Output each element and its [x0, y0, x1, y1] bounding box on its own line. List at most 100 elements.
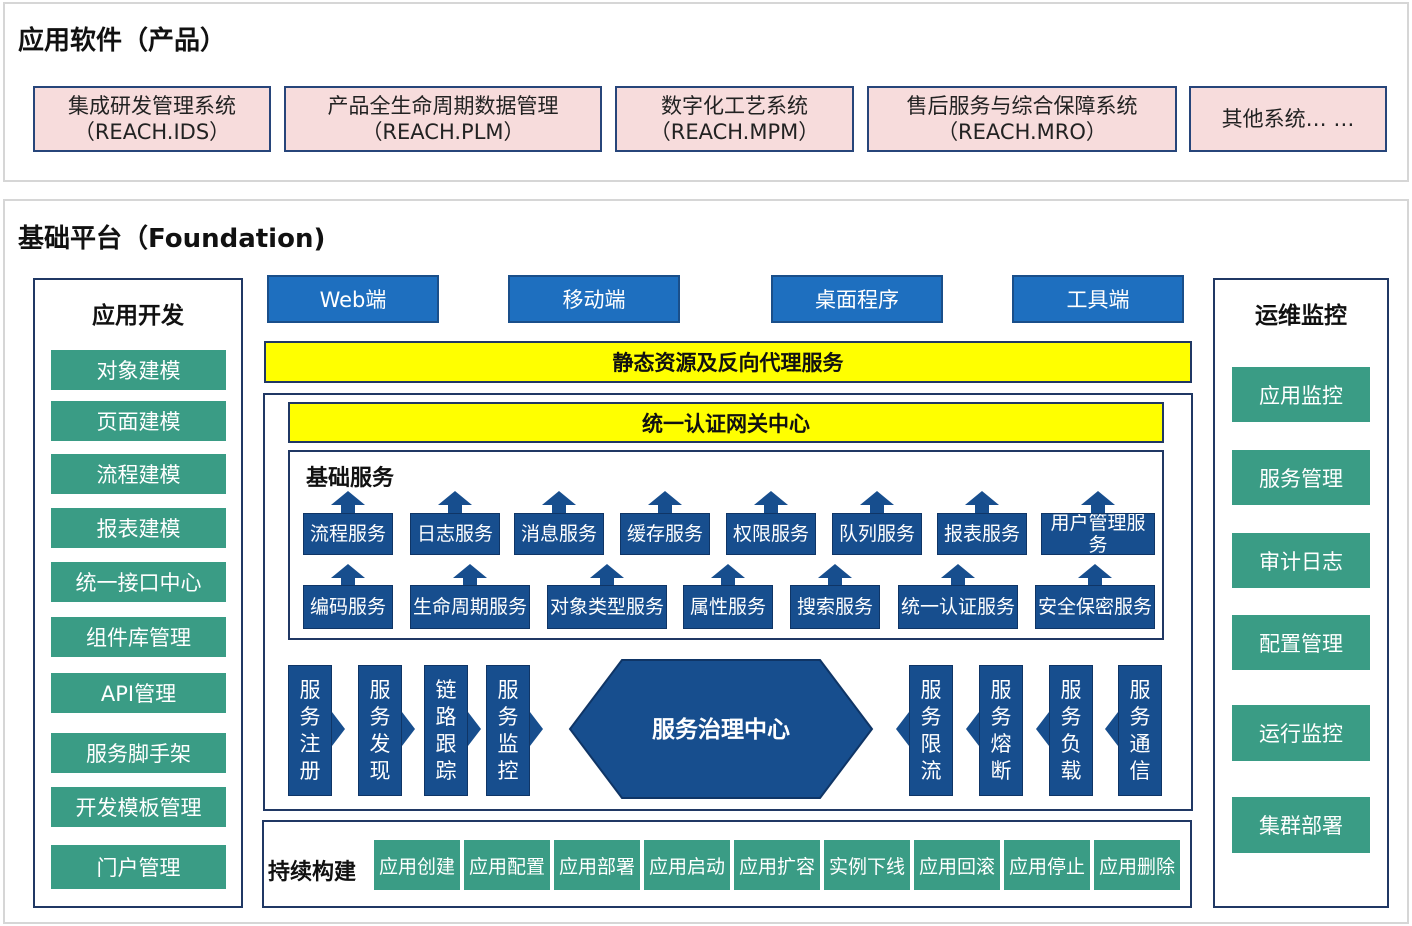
app-dev-item[interactable]: 开发模板管理 [51, 787, 226, 827]
arrow-left-icon [1105, 712, 1118, 746]
app-dev-item[interactable]: 流程建模 [51, 454, 226, 494]
app-dev-item[interactable]: 页面建模 [51, 401, 226, 441]
service-box[interactable]: 流程服务 [303, 513, 393, 555]
apps-title: 应用软件（产品） [18, 26, 227, 56]
governance-left-box[interactable]: 服务发现 [358, 665, 402, 796]
ops-item[interactable]: 审计日志 [1232, 533, 1370, 588]
ci-item[interactable]: 应用配置 [464, 840, 550, 890]
ci-title: 持续构建 [268, 860, 357, 885]
service-arrow-up-icon [590, 564, 624, 588]
service-box[interactable]: 报表服务 [937, 513, 1027, 555]
ci-item[interactable]: 应用部署 [554, 840, 640, 890]
ci-item[interactable]: 应用停止 [1004, 840, 1090, 890]
service-arrow-up-icon [1078, 564, 1112, 588]
governance-left-box[interactable]: 服务注册 [288, 665, 332, 796]
ci-item[interactable]: 应用删除 [1094, 840, 1180, 890]
service-arrow-up-icon [438, 491, 472, 515]
service-arrow-up-icon [860, 491, 894, 515]
service-arrow-up-icon [331, 564, 365, 588]
client-web[interactable]: Web端 [267, 275, 439, 323]
ci-item[interactable]: 应用回滚 [914, 840, 1000, 890]
client-desktop[interactable]: 桌面程序 [771, 275, 943, 323]
service-box[interactable]: 权限服务 [726, 513, 816, 555]
basic-services-title: 基础服务 [306, 466, 395, 491]
governance-label: 服务监控 [497, 677, 519, 783]
arrow-left-icon [1036, 712, 1049, 746]
app-name: 其他系统… … [1221, 107, 1355, 131]
ci-item[interactable]: 实例下线 [824, 840, 910, 890]
app-code: （REACH.MRO） [937, 120, 1107, 144]
app-dev-title: 应用开发 [92, 303, 184, 329]
governance-right-box[interactable]: 服务限流 [909, 665, 953, 796]
service-arrow-up-icon [754, 491, 788, 515]
app-name: 售后服务与综合保障系统 [906, 94, 1138, 118]
app-box-mpm[interactable]: 数字化工艺系统 （REACH.MPM） [615, 86, 854, 152]
ci-item[interactable]: 应用扩容 [734, 840, 820, 890]
app-dev-item[interactable]: 组件库管理 [51, 617, 226, 657]
governance-label: 服务注册 [299, 677, 321, 783]
ops-item[interactable]: 服务管理 [1232, 450, 1370, 505]
service-box[interactable]: 统一认证服务 [898, 585, 1018, 629]
governance-left-box[interactable]: 服务监控 [486, 665, 530, 796]
service-box[interactable]: 安全保密服务 [1035, 585, 1155, 629]
proxy-bar[interactable]: 静态资源及反向代理服务 [264, 341, 1192, 383]
app-box-ids[interactable]: 集成研发管理系统 （REACH.IDS） [33, 86, 271, 152]
app-box-other[interactable]: 其他系统… … [1189, 86, 1387, 152]
governance-label: 链路跟踪 [435, 677, 457, 783]
service-box[interactable]: 生命周期服务 [410, 585, 530, 629]
service-box[interactable]: 编码服务 [303, 585, 393, 629]
governance-right-box[interactable]: 服务熔断 [979, 665, 1023, 796]
app-code: （REACH.IDS） [73, 120, 231, 144]
governance-label: 服务发现 [369, 677, 391, 783]
arrow-right-icon [468, 712, 481, 746]
arrow-right-icon [530, 712, 543, 746]
client-tool[interactable]: 工具端 [1012, 275, 1184, 323]
app-box-mro[interactable]: 售后服务与综合保障系统 （REACH.MRO） [867, 86, 1177, 152]
service-box[interactable]: 缓存服务 [620, 513, 710, 555]
ops-item[interactable]: 应用监控 [1232, 367, 1370, 422]
gateway-bar[interactable]: 统一认证网关中心 [288, 402, 1164, 443]
app-name: 集成研发管理系统 [68, 94, 236, 118]
service-arrow-up-icon [965, 491, 999, 515]
service-arrow-up-icon [1081, 491, 1115, 515]
governance-left-box[interactable]: 链路跟踪 [424, 665, 468, 796]
client-mobile[interactable]: 移动端 [508, 275, 680, 323]
app-dev-item[interactable]: 对象建模 [51, 350, 226, 390]
service-arrow-up-icon [453, 564, 487, 588]
app-dev-item[interactable]: 统一接口中心 [51, 562, 226, 602]
governance-center-hexagon[interactable] [566, 658, 876, 800]
service-arrow-up-icon [711, 564, 745, 588]
governance-label: 服务通信 [1129, 677, 1151, 783]
governance-center-label: 服务治理中心 [652, 717, 790, 743]
app-name: 数字化工艺系统 [661, 94, 808, 118]
service-arrow-up-icon [648, 491, 682, 515]
app-dev-item[interactable]: API管理 [51, 673, 226, 713]
service-box[interactable]: 日志服务 [410, 513, 500, 555]
app-box-plm[interactable]: 产品全生命周期数据管理 （REACH.PLM） [284, 86, 602, 152]
service-arrow-up-icon [331, 491, 365, 515]
arrow-left-icon [896, 712, 909, 746]
service-box[interactable]: 对象类型服务 [547, 585, 667, 629]
service-box[interactable]: 搜索服务 [790, 585, 880, 629]
ops-title: 运维监控 [1255, 303, 1347, 329]
ops-item[interactable]: 运行监控 [1232, 705, 1370, 761]
app-dev-item[interactable]: 服务脚手架 [51, 733, 226, 773]
ops-item[interactable]: 配置管理 [1232, 615, 1370, 670]
arrow-right-icon [332, 712, 345, 746]
service-box[interactable]: 属性服务 [683, 585, 773, 629]
service-box[interactable]: 用户管理服务 [1041, 513, 1155, 555]
service-box[interactable]: 队列服务 [832, 513, 922, 555]
governance-label: 服务熔断 [990, 677, 1012, 783]
ops-item[interactable]: 集群部署 [1232, 797, 1370, 853]
app-code: （REACH.MPM） [649, 120, 820, 144]
app-dev-item[interactable]: 报表建模 [51, 508, 226, 548]
foundation-title: 基础平台（Foundation) [18, 224, 326, 254]
ci-item[interactable]: 应用创建 [374, 840, 460, 890]
service-arrow-up-icon [941, 564, 975, 588]
app-code: （REACH.PLM） [361, 120, 525, 144]
service-box[interactable]: 消息服务 [514, 513, 604, 555]
app-dev-item[interactable]: 门户管理 [51, 845, 226, 889]
governance-right-box[interactable]: 服务负载 [1049, 665, 1093, 796]
ci-item[interactable]: 应用启动 [644, 840, 730, 890]
governance-right-box[interactable]: 服务通信 [1118, 665, 1162, 796]
